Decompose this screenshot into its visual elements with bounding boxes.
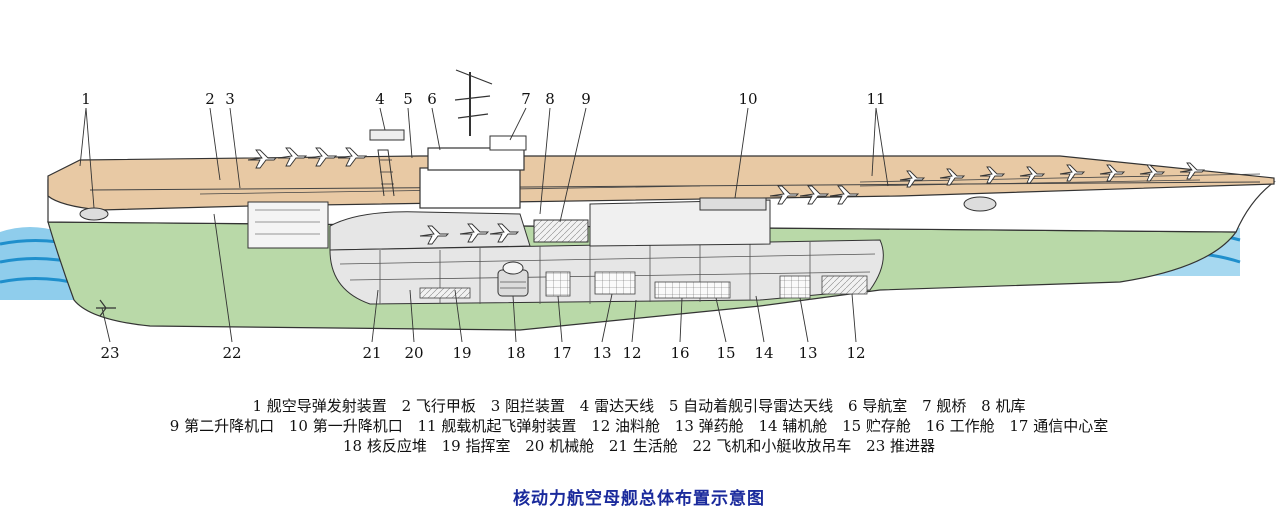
reactor bbox=[497, 261, 529, 297]
callout-17: 17 bbox=[552, 344, 571, 362]
legend-item: 23 推进器 bbox=[866, 437, 936, 455]
legend-item: 3 阻拦装置 bbox=[490, 397, 565, 415]
callout-3: 3 bbox=[225, 90, 235, 108]
island bbox=[419, 69, 527, 209]
aircraft-group bbox=[247, 147, 1206, 245]
callout-2: 2 bbox=[205, 90, 215, 108]
legend-row-1: 1 舰空导弹发射装置 2 飞行甲板 3 阻拦装置 4 雷达天线 5 自动着舰引导… bbox=[0, 396, 1278, 416]
callout-18: 18 bbox=[506, 344, 525, 362]
hangar-bay-fwd bbox=[247, 201, 329, 249]
legend-item: 21 生活舱 bbox=[608, 437, 678, 455]
legend-item: 10 第一升降机口 bbox=[288, 417, 403, 435]
callout-23: 23 bbox=[100, 344, 119, 362]
missile-launcher bbox=[79, 196, 997, 221]
callout-20: 20 bbox=[404, 344, 423, 362]
legend-item: 17 通信中心室 bbox=[1009, 417, 1109, 435]
legend-item: 18 核反应堆 bbox=[342, 437, 427, 455]
callout-14: 14 bbox=[754, 344, 773, 362]
bulkheads bbox=[339, 242, 876, 304]
legend-row-2: 9 第二升降机口 10 第一升降机口 11 舰载机起飞弹射装置 12 油料舱 1… bbox=[0, 416, 1278, 436]
radar-mast bbox=[369, 129, 405, 197]
callout-13-b: 13 bbox=[798, 344, 817, 362]
legend-item: 9 第二升降机口 bbox=[169, 417, 275, 435]
elevator-2 bbox=[533, 219, 589, 243]
legend-item: 4 雷达天线 bbox=[579, 397, 655, 415]
carrier-cutaway-diagram: 1 2 3 4 5 6 7 8 9 10 11 12 12 13 13 14 1… bbox=[0, 69, 1276, 362]
callout-11: 11 bbox=[866, 90, 885, 108]
ammo-magazine-aft bbox=[779, 275, 811, 299]
flight-deck bbox=[47, 155, 1275, 211]
callout-4: 4 bbox=[375, 90, 385, 108]
callout-6: 6 bbox=[427, 90, 437, 108]
callout-8: 8 bbox=[545, 90, 555, 108]
callout-22: 22 bbox=[222, 344, 241, 362]
legend-item: 2 飞行甲板 bbox=[401, 397, 476, 415]
callout-1: 1 bbox=[81, 90, 91, 108]
legend-item: 8 机库 bbox=[981, 397, 1026, 415]
callout-16: 16 bbox=[670, 344, 689, 362]
fuel-tank-aft bbox=[821, 275, 868, 295]
legend-item: 19 指挥室 bbox=[441, 437, 511, 455]
propeller bbox=[96, 299, 116, 317]
callout-15: 15 bbox=[716, 344, 735, 362]
machinery-room bbox=[419, 287, 471, 299]
legend-item: 20 机械舱 bbox=[525, 437, 595, 455]
callout-10: 10 bbox=[738, 90, 757, 108]
legend-item: 12 油料舱 bbox=[591, 417, 661, 435]
callout-7: 7 bbox=[521, 90, 531, 108]
legend-item: 6 导航室 bbox=[847, 397, 908, 415]
legend-item: 15 贮存舱 bbox=[842, 417, 911, 435]
legend-item: 1 舰空导弹发射装置 bbox=[252, 397, 387, 415]
legend-item: 5 自动着舰引导雷达天线 bbox=[668, 397, 834, 415]
legend-item: 11 舰载机起飞弹射装置 bbox=[417, 417, 577, 435]
legend-item: 16 工作舱 bbox=[925, 417, 995, 435]
callout-5: 5 bbox=[403, 90, 413, 108]
legend-item: 14 辅机舱 bbox=[758, 417, 828, 435]
callout-12-b: 12 bbox=[846, 344, 865, 362]
storage-hold bbox=[654, 281, 731, 299]
legend-row-3: 18 核反应堆 19 指挥室 20 机械舱 21 生活舱 22 飞机和小艇收放吊… bbox=[0, 436, 1278, 456]
callout-13-a: 13 bbox=[592, 344, 611, 362]
legend-item: 22 飞机和小艇收放吊车 bbox=[692, 437, 852, 455]
diagram-title: 核动力航空母舰总体布置示意图 bbox=[513, 489, 765, 509]
callout-12-a: 12 bbox=[622, 344, 641, 362]
ammo-magazine bbox=[594, 271, 636, 295]
comm-center bbox=[545, 271, 571, 297]
hangar bbox=[329, 211, 531, 251]
legend-item: 7 舰桥 bbox=[922, 397, 967, 415]
callout-9: 9 bbox=[581, 90, 591, 108]
leader-lines bbox=[79, 107, 889, 343]
legend-item: 13 弹药舱 bbox=[674, 417, 744, 435]
callout-19: 19 bbox=[452, 344, 471, 362]
callout-21: 21 bbox=[362, 344, 381, 362]
elevator-1 bbox=[699, 197, 767, 211]
